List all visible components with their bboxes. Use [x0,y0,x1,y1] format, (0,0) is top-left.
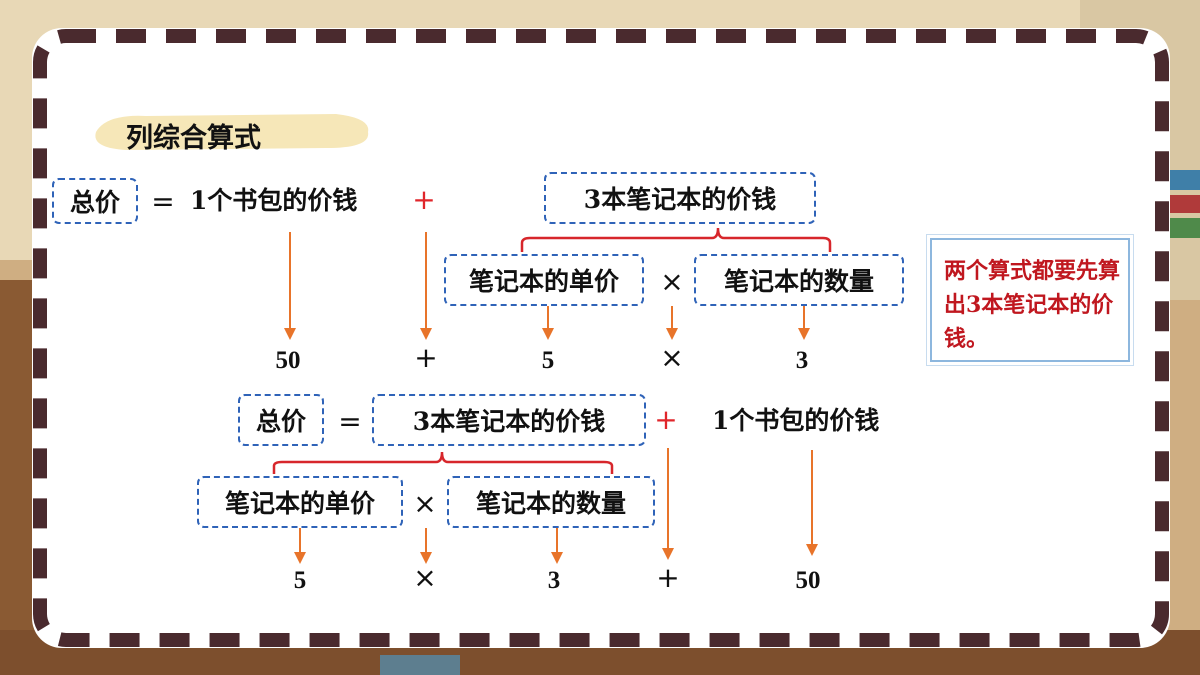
eq2-value-times: × [413,561,437,594]
eq1-value-bag: 50 [275,347,301,374]
eq2-bag-price: 1个书包的价钱 [712,406,880,435]
note-text: 两个算式都要先算出3本笔记本的价钱。 [944,258,1121,352]
eq1-quantity-box: 笔记本的数量 [694,254,904,306]
brace-1 [520,227,832,252]
eq2-value-plus: + [656,561,680,594]
eq2-value-unit: 5 [293,567,307,594]
title-text: 列综合算式 [126,123,261,154]
eq1-value-unit: 5 [541,347,555,374]
eq2-total-box: 总价 [238,394,324,446]
eq1-group-box: 3本笔记本的价钱 [544,172,816,224]
eq1-total-box: 总价 [52,178,138,224]
eq1-value-times: × [660,341,684,374]
eq1-value-plus: + [414,341,438,374]
eq1-equals: = [151,185,175,218]
eq1-unit-price-box: 笔记本的单价 [444,254,644,306]
eq2-value-qty: 3 [547,567,561,594]
brush-highlight [95,114,369,150]
brace-2 [272,451,614,474]
eq1-plus: + [412,183,436,216]
section-title: 列综合算式 [86,104,376,156]
note-box: 两个算式都要先算出3本笔记本的价钱。 [926,234,1134,366]
eq1-bag-price: 1个书包的价钱 [190,186,358,215]
eq1-times: × [660,265,684,298]
eq2-quantity-box: 笔记本的数量 [447,476,655,528]
eq2-unit-price-box: 笔记本的单价 [197,476,403,528]
eq2-plus: + [654,403,678,436]
eq2-value-bag: 50 [795,567,821,594]
eq2-group-box: 3本笔记本的价钱 [372,394,646,446]
eq2-equals: = [338,405,362,438]
eq2-times: × [413,487,437,520]
eq1-value-qty: 3 [795,347,809,374]
